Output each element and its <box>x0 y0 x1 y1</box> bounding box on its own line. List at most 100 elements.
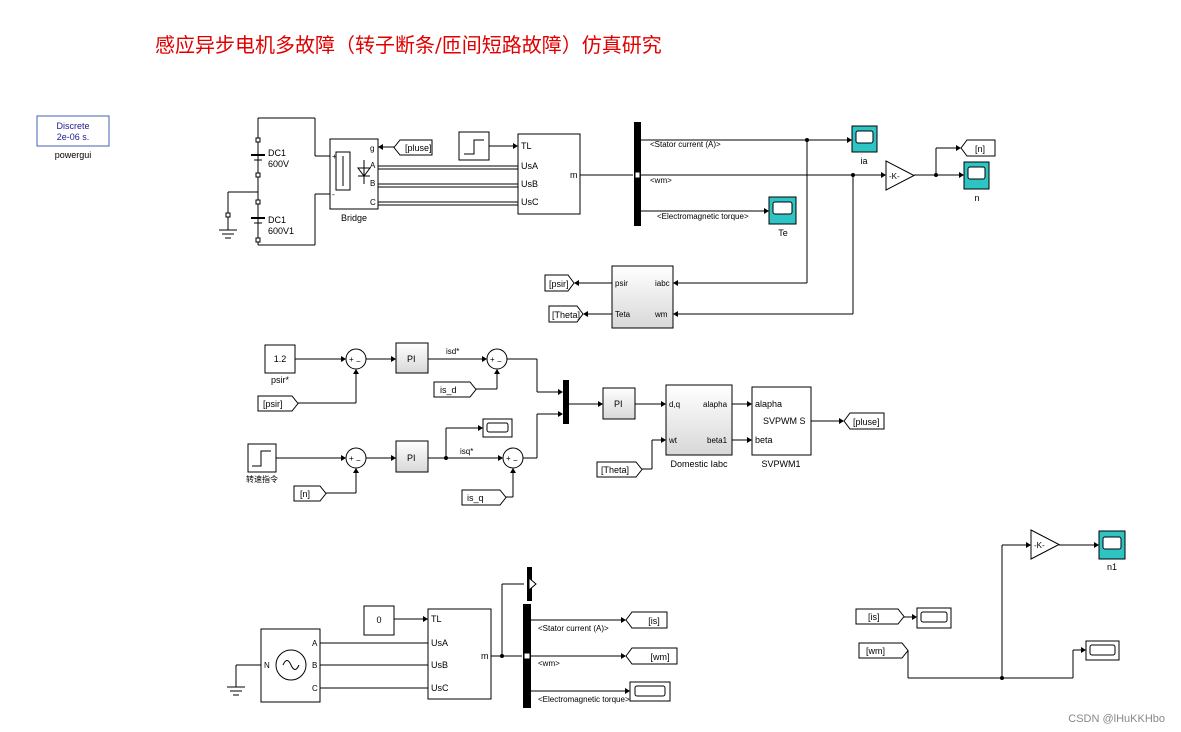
svg-text:[n]: [n] <box>300 489 310 499</box>
svg-text:-K-: -K- <box>889 172 900 181</box>
goto-n-tag[interactable]: [n] <box>960 139 996 157</box>
ac-port-a: A <box>312 639 318 648</box>
isq-star-label: isq* <box>460 447 473 456</box>
observer-iabc: iabc <box>655 279 670 288</box>
svg-text:0: 0 <box>376 615 381 625</box>
svg-text:[psir]: [psir] <box>263 399 283 409</box>
bus1-torque: <Electromagnetic torque> <box>657 212 749 221</box>
svpwm-label: SVPWM1 <box>761 459 800 469</box>
goto-pluse-tag[interactable]: [pluse] <box>843 412 885 430</box>
flux-observer-block[interactable]: iabc wm psir Teta <box>611 265 674 329</box>
bridge-port-g: g <box>370 144 374 153</box>
bridge-label: Bridge <box>341 213 367 223</box>
from-theta-tag[interactable]: [Theta] <box>596 461 643 478</box>
powergui-mode: Discrete <box>56 121 89 131</box>
svg-text:−: − <box>356 357 361 366</box>
transform-dq: d,q <box>669 400 680 409</box>
pi-speed[interactable]: PI <box>395 440 429 473</box>
motor1-usa: UsA <box>521 161 538 171</box>
motor2-block[interactable]: TL UsA UsB UsC m <box>427 608 492 700</box>
goto-wm-tag[interactable]: [wm] <box>625 647 678 665</box>
from-psir-tag[interactable]: [psir] <box>257 395 299 412</box>
svg-text:[n]: [n] <box>975 144 985 154</box>
svg-text:[wm]: [wm] <box>866 646 885 656</box>
bridge-block[interactable]: + - g A B C Bridge <box>329 138 379 223</box>
mux-dq[interactable] <box>563 380 569 424</box>
bus1-wm: <wm> <box>650 176 672 185</box>
dc1-value: 600V <box>268 159 289 169</box>
svg-text:PI: PI <box>614 399 623 409</box>
svg-text:[is]: [is] <box>648 616 660 626</box>
bridge-port-a: A <box>370 161 376 170</box>
svg-text:[Theta]: [Theta] <box>552 310 580 320</box>
bus1-stator-current: <Stator current (A)> <box>650 140 721 149</box>
scope-ia[interactable]: ia <box>851 125 878 166</box>
goto-theta-tag[interactable]: [Theta] <box>548 305 584 323</box>
scope-n1[interactable]: n1 <box>1098 530 1126 572</box>
svg-text:−: − <box>356 456 361 465</box>
ac-source-block[interactable]: N A B C <box>260 628 321 703</box>
display-isq[interactable] <box>482 418 513 438</box>
step-torque-block[interactable] <box>458 131 518 161</box>
ac-port-b: B <box>312 661 317 670</box>
pi-current[interactable]: PI <box>602 387 636 420</box>
motor1-m: m <box>570 170 578 180</box>
svg-text:[pluse]: [pluse] <box>405 143 432 153</box>
svg-text:[wm]: [wm] <box>651 652 670 662</box>
bridge-minus: - <box>332 190 335 199</box>
svg-text:[pluse]: [pluse] <box>853 417 880 427</box>
goto-psir-tag[interactable]: [psir] <box>544 274 575 292</box>
observer-wm: wm <box>654 310 668 319</box>
sum-isq[interactable]: + − <box>502 447 524 469</box>
bridge-plus: + <box>332 152 337 161</box>
ac-port-c: C <box>312 684 318 693</box>
powergui-block[interactable]: Discrete 2e-06 s. powergui <box>36 115 110 160</box>
dc-source-block[interactable]: DC1 600V DC1 600V1 <box>219 117 330 246</box>
scope-n[interactable]: n <box>963 161 990 203</box>
display-wm[interactable] <box>1085 640 1120 661</box>
goto-is-tag[interactable]: [is] <box>625 611 668 629</box>
transform-wt: wt <box>668 436 678 445</box>
from-is-d-tag[interactable]: is_d <box>433 381 477 398</box>
dc1-name: DC1 <box>268 148 286 158</box>
from-is-tag[interactable]: [is] <box>855 608 905 625</box>
from-pluse-tag[interactable]: [pluse] <box>378 139 433 156</box>
svg-text:-K-: -K- <box>1034 541 1045 550</box>
svg-text:转速指令: 转速指令 <box>246 474 278 484</box>
motor1-usb: UsB <box>521 179 538 189</box>
sum-psir[interactable]: + − <box>345 348 367 370</box>
transform-beta1: beta1 <box>707 436 728 445</box>
constant-zero-block[interactable]: 0 <box>363 605 395 636</box>
svg-text:[psir]: [psir] <box>549 279 569 289</box>
sum-speed[interactable]: + − <box>345 447 367 469</box>
from-is-q-tag[interactable]: is_q <box>461 489 507 506</box>
display-torque[interactable] <box>629 681 671 702</box>
svpwm-block[interactable]: alapha beta SVPWM S SVPWM1 <box>751 386 812 469</box>
watermark: CSDN @lHuKKHbo <box>1068 713 1165 725</box>
svg-text:−: − <box>497 357 502 366</box>
bridge-port-b: B <box>370 179 375 188</box>
svpwm-alapha: alapha <box>755 399 782 409</box>
svg-text:ia: ia <box>860 156 867 166</box>
psir-ref-constant[interactable]: 1.2 psir* <box>264 344 296 385</box>
gain-block-2[interactable]: -K- <box>1030 529 1061 560</box>
motor1-block[interactable]: TL UsA UsB UsC m <box>517 133 581 215</box>
svg-text:−: − <box>513 456 518 465</box>
svg-text:n: n <box>974 193 979 203</box>
svg-text:PI: PI <box>407 453 416 463</box>
gain-block-1[interactable]: -K- <box>885 160 916 191</box>
transform-alapha: alapha <box>703 400 728 409</box>
observer-teta: Teta <box>615 310 631 319</box>
speed-ref-step[interactable]: 转速指令 <box>246 443 278 484</box>
scope-te[interactable]: Te <box>768 196 797 238</box>
domestic-transform-block[interactable]: d,q wt alapha beta1 Domestic Iabc <box>665 384 733 469</box>
from-wm-tag[interactable]: [wm] <box>858 642 909 659</box>
from-n-tag[interactable]: [n] <box>293 485 327 502</box>
display-is[interactable] <box>916 607 952 629</box>
sum-isd[interactable]: + − <box>486 348 508 370</box>
svg-text:is_d: is_d <box>440 385 457 395</box>
motor2-tl: TL <box>431 614 442 624</box>
pi-flux[interactable]: PI <box>395 342 429 374</box>
diagram-title: 感应异步电机多故障（转子断条/匝间短路故障）仿真研究 <box>155 33 662 57</box>
